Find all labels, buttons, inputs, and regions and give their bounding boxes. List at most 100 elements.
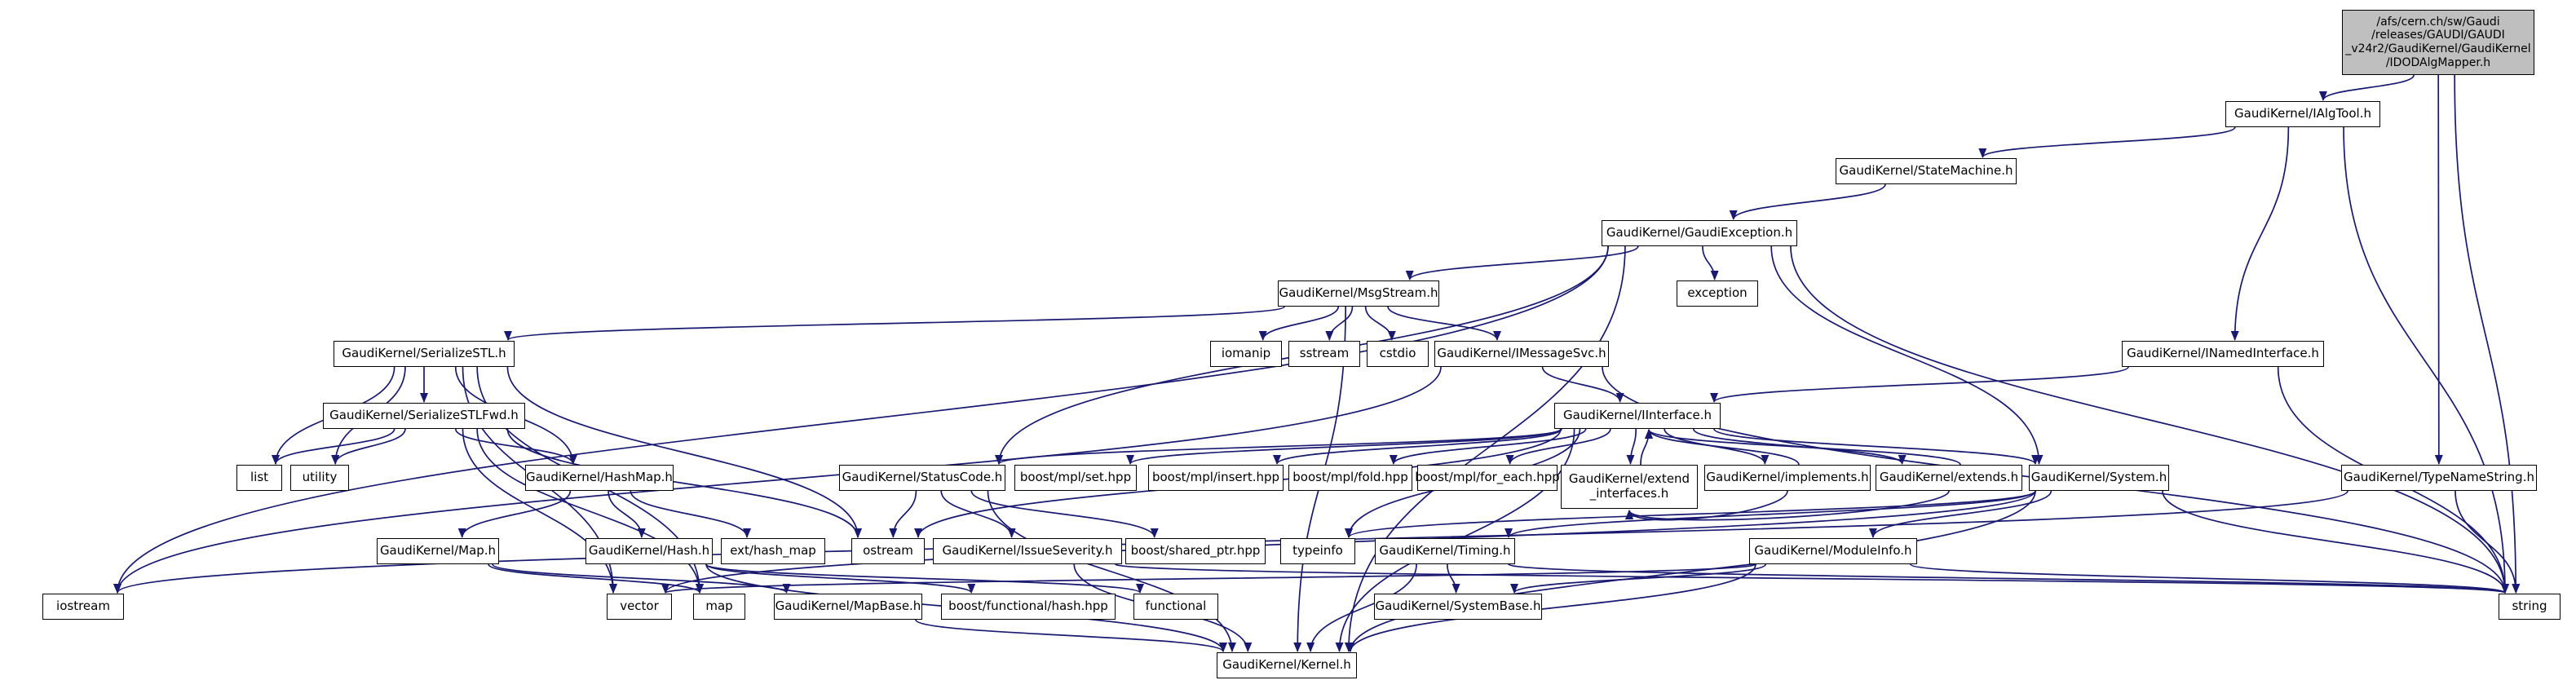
node-mplset[interactable]: boost/mpl/set.hpp: [1014, 465, 1137, 491]
node-ialgtool[interactable]: GaudiKernel/IAlgTool.h: [2225, 101, 2380, 127]
node-typenamestring[interactable]: GaudiKernel/TypeNameString.h: [2341, 465, 2537, 491]
edge-iinterface-mplforeach: [1505, 428, 1611, 465]
edge-statuscode-issueseverity: [940, 490, 1016, 538]
node-string[interactable]: string: [2499, 594, 2561, 620]
node-iinterface[interactable]: GaudiKernel/IInterface.h: [1554, 403, 1721, 429]
node-label: GaudiKernel/extend: [1568, 471, 1690, 487]
node-label: GaudiKernel/Hash.h: [588, 543, 710, 559]
edge-extends-extendinterfaces: [1625, 490, 1950, 521]
edge-hashmap-map_h: [457, 490, 572, 538]
edge-extendinterfaces-iinterface: [1640, 429, 1653, 466]
edge-root-typenamestring: [2434, 74, 2443, 465]
edge-inamedinterface-iinterface: [1710, 366, 2129, 403]
node-boosthash[interactable]: boost/functional/hash.hpp: [941, 594, 1116, 620]
edge-extends-iinterface: [1645, 429, 1961, 466]
node-mapbase[interactable]: GaudiKernel/MapBase.h: [774, 594, 922, 620]
node-timing[interactable]: GaudiKernel/Timing.h: [1375, 538, 1515, 564]
node-label: functional: [1145, 598, 1207, 614]
node-map[interactable]: map: [693, 594, 745, 620]
node-systembase[interactable]: GaudiKernel/SystemBase.h: [1374, 594, 1542, 620]
node-gaudiexception[interactable]: GaudiKernel/GaudiException.h: [1602, 220, 1797, 246]
node-list[interactable]: list: [236, 465, 282, 491]
node-hashmap[interactable]: GaudiKernel/HashMap.h: [525, 465, 674, 491]
edge-mapbase-kernel: [915, 619, 1227, 652]
node-label: ostream: [863, 543, 913, 559]
node-exthashmap[interactable]: ext/hash_map: [721, 538, 825, 564]
node-label: boost/mpl/set.hpp: [1019, 470, 1132, 485]
edge-ialgtool-string: [2343, 126, 2509, 594]
node-label: GaudiKernel/Map.h: [379, 543, 497, 559]
node-label: GaudiKernel/INamedInterface.h: [2127, 346, 2319, 361]
node-map_h[interactable]: GaudiKernel/Map.h: [377, 538, 499, 564]
node-serializestlfwd[interactable]: GaudiKernel/SerializeSTLFwd.h: [323, 403, 525, 429]
node-label: /afs/cern.ch/sw/Gaudi: [2376, 15, 2500, 29]
node-functional[interactable]: functional: [1133, 594, 1218, 620]
node-iostream[interactable]: iostream: [42, 594, 124, 620]
edge-gaudiexception-msgstream: [1405, 245, 1639, 280]
node-label: boost/mpl/insert.hpp: [1151, 470, 1280, 485]
node-exception[interactable]: exception: [1677, 280, 1758, 307]
node-cstdio[interactable]: cstdio: [1367, 341, 1429, 367]
edge-iinterface-statuscode: [995, 428, 1562, 465]
node-label: GaudiKernel/System.h: [2030, 470, 2167, 485]
edge-msgstream-imessagesvc: [1387, 306, 1501, 341]
edge-map_h-map: [488, 563, 704, 594]
edge-system-moduleinfo: [1868, 490, 2052, 538]
node-label: _v24r2/GaudiKernel/GaudiKernel: [2345, 42, 2531, 55]
node-label: string: [2512, 598, 2547, 614]
node-label: vector: [620, 598, 659, 614]
node-label: GaudiKernel/GaudiException.h: [1606, 225, 1793, 241]
node-label: GaudiKernel/IssueSeverity.h: [942, 543, 1113, 559]
edge-iinterface-system: [1713, 428, 2039, 465]
node-label: GaudiKernel/IAlgTool.h: [2234, 106, 2371, 121]
node-typeinfo[interactable]: typeinfo: [1280, 538, 1355, 564]
node-issueseverity[interactable]: GaudiKernel/IssueSeverity.h: [933, 538, 1122, 564]
edge-statuscode-ostream: [889, 490, 917, 538]
edge-moduleinfo-string: [1910, 563, 2509, 594]
node-moduleinfo[interactable]: GaudiKernel/ModuleInfo.h: [1749, 538, 1917, 564]
node-statemachine[interactable]: GaudiKernel/StateMachine.h: [1836, 158, 2017, 184]
edge-system-kernel: [1346, 490, 2036, 652]
edge-msgstream-iomanip: [1258, 306, 1340, 341]
node-label: iomanip: [1221, 346, 1271, 361]
node-system[interactable]: GaudiKernel/System.h: [2029, 465, 2169, 491]
node-hash_h[interactable]: GaudiKernel/Hash.h: [585, 538, 713, 564]
edge-msgstream-sstream: [1325, 306, 1354, 341]
node-label: GaudiKernel/MapBase.h: [775, 598, 921, 614]
node-mplinsert[interactable]: boost/mpl/insert.hpp: [1148, 465, 1284, 491]
node-vector[interactable]: vector: [607, 594, 672, 620]
node-sstream[interactable]: sstream: [1288, 341, 1360, 367]
node-imessagesvc[interactable]: GaudiKernel/IMessageSvc.h: [1434, 341, 1609, 367]
node-implements[interactable]: GaudiKernel/implements.h: [1704, 465, 1871, 491]
node-mplforeach[interactable]: boost/mpl/for_each.hpp: [1415, 465, 1560, 491]
edge-msgstream-cstdio: [1364, 306, 1396, 341]
node-label: GaudiKernel/implements.h: [1706, 470, 1869, 485]
node-kernel[interactable]: GaudiKernel/Kernel.h: [1217, 652, 1357, 678]
edge-typenamestring-string: [2454, 490, 2521, 594]
node-label: GaudiKernel/IMessageSvc.h: [1437, 346, 1606, 361]
node-statuscode[interactable]: GaudiKernel/StatusCode.h: [839, 465, 1005, 491]
node-iomanip[interactable]: iomanip: [1210, 341, 1282, 367]
edge-root-string: [2454, 74, 2521, 594]
node-label: cstdio: [1379, 346, 1416, 361]
edge-imessagesvc-iinterface: [1541, 366, 1624, 403]
node-msgstream[interactable]: GaudiKernel/MsgStream.h: [1278, 280, 1439, 307]
node-mplfold[interactable]: boost/mpl/fold.hpp: [1288, 465, 1412, 491]
node-sharedptr[interactable]: boost/shared_ptr.hpp: [1125, 538, 1266, 564]
node-inamedinterface[interactable]: GaudiKernel/INamedInterface.h: [2122, 341, 2324, 367]
node-label: GaudiKernel/SerializeSTLFwd.h: [329, 408, 519, 423]
edge-statuscode-kernel: [987, 490, 1236, 652]
edge-gaudiexception-exception: [1702, 245, 1719, 280]
node-serializestl[interactable]: GaudiKernel/SerializeSTL.h: [334, 341, 515, 367]
edge-hashmap-exthashmap: [630, 490, 751, 538]
node-utility[interactable]: utility: [290, 465, 349, 491]
edge-serializestl-ostream: [506, 366, 862, 538]
node-extendinterfaces[interactable]: GaudiKernel/extend_interfaces.h: [1561, 465, 1698, 509]
node-ostream[interactable]: ostream: [851, 538, 925, 564]
node-extends[interactable]: GaudiKernel/extends.h: [1876, 465, 2022, 491]
edge-system-timing: [1505, 490, 2036, 538]
edge-serializestlfwd-hashmap: [454, 428, 577, 465]
node-label: /IDODAlgMapper.h: [2385, 55, 2491, 69]
edge-system-string: [2162, 490, 2509, 594]
node-label: GaudiKernel/SerializeSTL.h: [342, 346, 506, 361]
